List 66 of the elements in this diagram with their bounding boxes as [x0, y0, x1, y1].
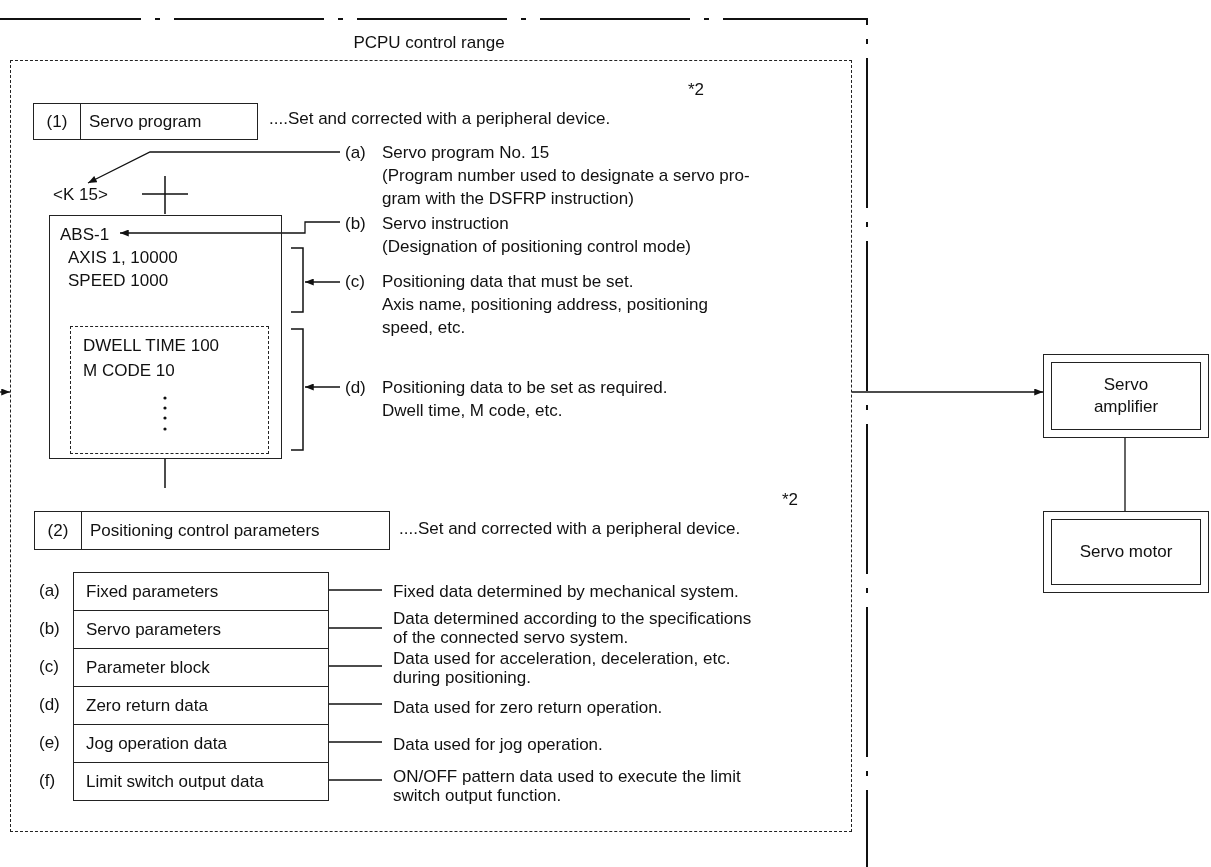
annotation-letter: (a)	[345, 142, 366, 164]
connector-line	[327, 665, 383, 667]
annotation-text: (Designation of positioning control mode)	[382, 236, 692, 258]
parameter-box: Limit switch output data	[73, 762, 329, 801]
description-text: Data determined according to the specifications of the connected servo system.	[392, 609, 753, 647]
section-number: (2)	[35, 512, 82, 549]
item-letter: (e)	[39, 732, 60, 754]
optional-data-box	[70, 326, 269, 454]
section-title: Positioning control parameters	[89, 519, 320, 542]
connector-line	[327, 589, 383, 591]
program-line: M CODE 10	[83, 360, 175, 382]
annotation-title: Positioning data to be set as required.	[382, 377, 669, 399]
annotation-text: Axis name, positioning address, positioning speed, etc.	[382, 294, 710, 339]
annotation-title: Positioning data that must be set.	[382, 271, 635, 293]
arrow	[851, 388, 1044, 396]
description-text: Data used for acceleration, deceleration, etc. during positioning.	[392, 649, 732, 687]
footnote-mark: ....Set and corrected with a peripheral device.	[269, 109, 611, 129]
description-text: ON/OFF pattern data used to execute the limit switch output function.	[392, 767, 742, 805]
description-text: Fixed data determined by mechanical system.	[392, 581, 739, 601]
component-name: Servo amplifier	[1092, 374, 1160, 418]
leader-line	[304, 383, 341, 391]
connector-line	[1124, 437, 1126, 512]
item-letter: (c)	[39, 656, 59, 678]
annotation-letter: (d)	[345, 377, 366, 399]
description-text: Data used for zero return operation.	[392, 697, 663, 717]
program-line: SPEED 1000	[68, 270, 169, 292]
parameter-box: Fixed parameters	[73, 572, 329, 611]
section-header-box	[33, 103, 258, 140]
parameter-box: Servo parameters	[73, 610, 329, 649]
annotation-title: Servo instruction	[382, 213, 510, 235]
item-letter: (f)	[39, 770, 56, 792]
program-line: AXIS 1, 10000	[68, 247, 178, 269]
arrow	[0, 388, 11, 396]
connector-line	[327, 741, 383, 743]
component-box	[1043, 354, 1209, 438]
section-header-box	[34, 511, 390, 550]
annotation-text: (Program number used to designate a servo pro-gram with the DSFRP instruction)	[382, 165, 751, 210]
parameter-box: Zero return data	[73, 686, 329, 725]
program-line: DWELL TIME 100	[83, 335, 220, 357]
footnote-mark: ....Set and corrected with a peripheral device.	[399, 519, 741, 539]
leader-line	[304, 278, 341, 286]
parameter-box: Parameter block	[73, 648, 329, 687]
instruction-text: ABS-1	[60, 224, 122, 246]
section-title: Servo program	[88, 110, 202, 133]
connector-line	[327, 627, 383, 629]
connector-line	[327, 779, 383, 781]
parameter-box: Jog operation data	[73, 724, 329, 763]
program-number-label: <K 15>	[53, 184, 125, 206]
footnote-mark: *2	[782, 490, 799, 510]
annotation-letter: (c)	[345, 271, 365, 293]
description-text: Data used for jog operation.	[392, 734, 603, 754]
leader-line	[119, 221, 341, 237]
item-letter: (d)	[39, 694, 60, 716]
footnote-mark: *2	[688, 80, 705, 100]
annotation-letter: (b)	[345, 213, 366, 235]
leader-line	[87, 151, 341, 184]
component-name: Servo motor	[1079, 541, 1173, 563]
annotation-text: Dwell time, M code, etc.	[382, 400, 564, 422]
program-box	[49, 215, 282, 459]
region-title: PCPU control range	[352, 32, 506, 54]
item-letter: (a)	[39, 580, 60, 602]
item-letter: (b)	[39, 618, 60, 640]
connector-line	[327, 703, 383, 705]
component-box	[1043, 511, 1209, 593]
section-number: (1)	[34, 104, 81, 139]
annotation-title: Servo program No. 15	[382, 142, 551, 164]
